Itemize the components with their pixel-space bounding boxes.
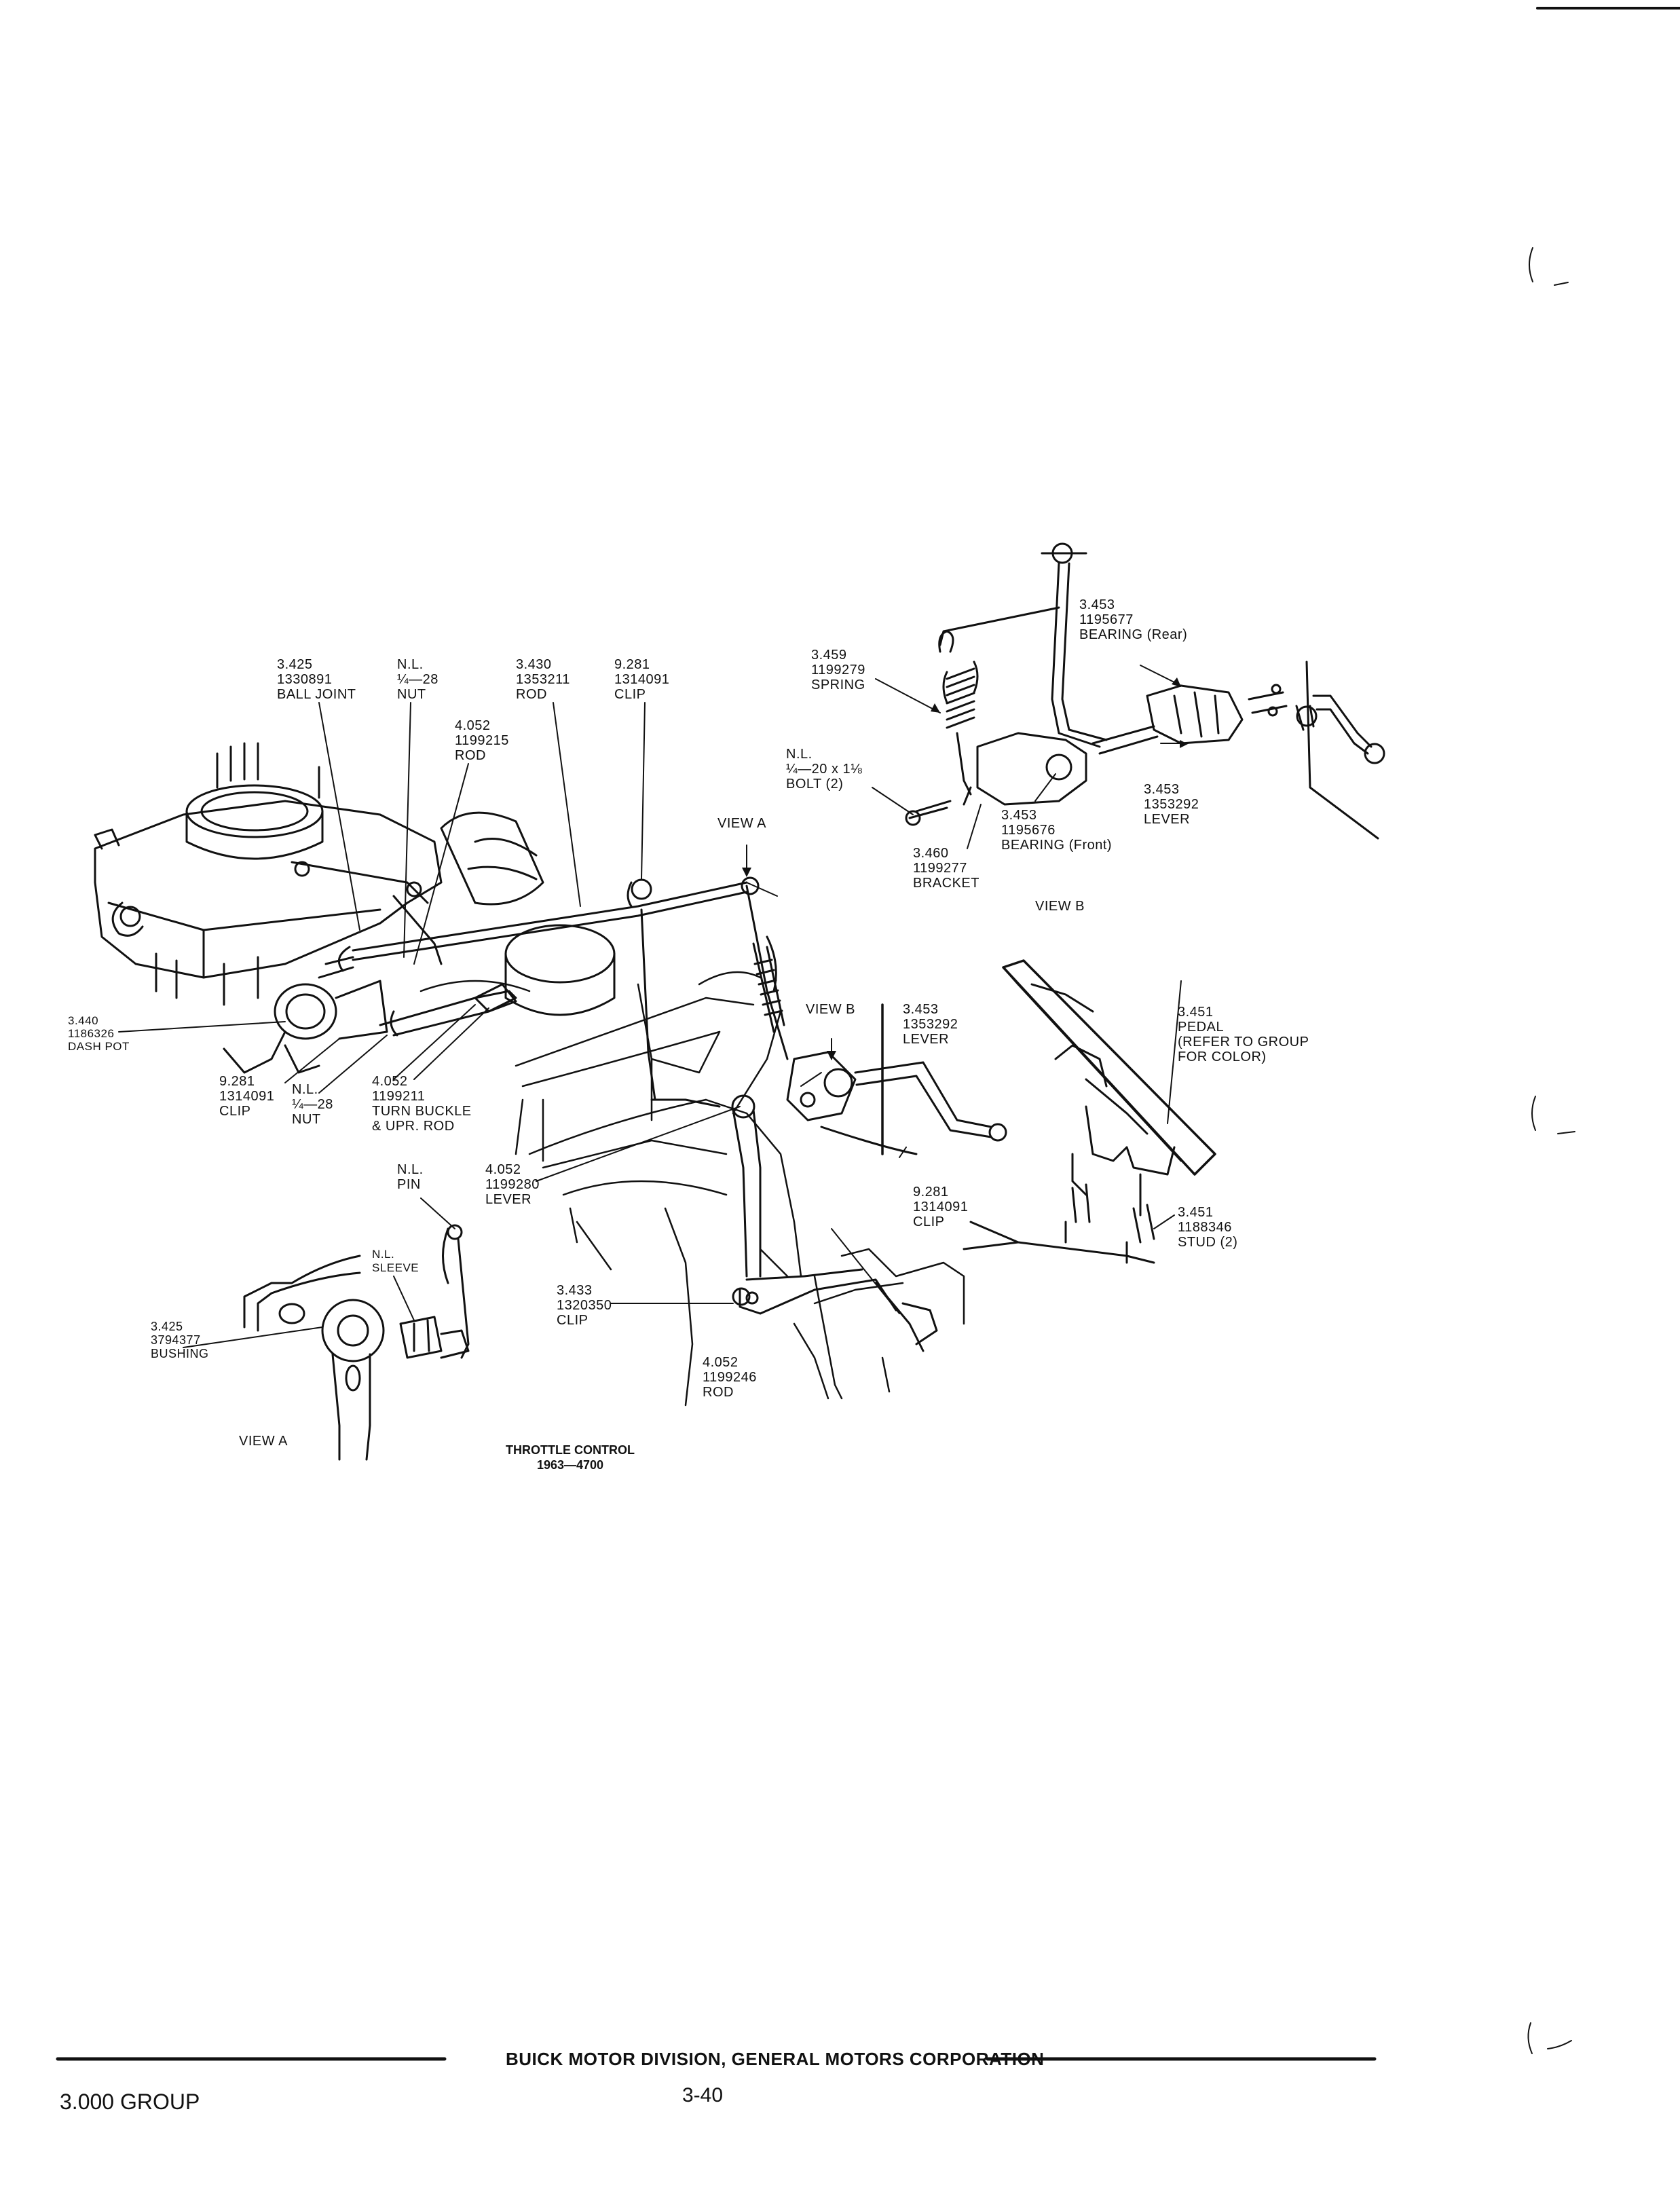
upper-rod	[318, 876, 760, 979]
margin-marks	[1527, 247, 1575, 2054]
lower-rod	[732, 1268, 938, 1352]
view-b-inset	[905, 542, 1385, 840]
mid-lever	[786, 1003, 1007, 1155]
view-b-arrow-label: VIEW B	[806, 1002, 856, 1017]
footer-group: 3.000 GROUP	[60, 2089, 200, 2114]
vertical-rods	[627, 878, 789, 1278]
accelerator-pedal	[963, 959, 1216, 1264]
diagram-title: THROTTLE CONTROL 1963—4700	[506, 1443, 635, 1472]
air-cleaner	[504, 924, 616, 1016]
view-a-arrow-label: VIEW A	[717, 816, 766, 831]
label-sleeve: N.L.SLEEVE	[372, 1248, 419, 1274]
footer-page-number: 3-40	[682, 2084, 724, 2106]
arrowheads	[742, 677, 1188, 1060]
turn-buckle-rod	[379, 983, 517, 1037]
label-pin: N.L.PIN	[397, 1162, 424, 1192]
footer-division: BUICK MOTOR DIVISION, GENERAL MOTORS COR…	[506, 2049, 1045, 2069]
view-a-caption: VIEW A	[239, 1434, 288, 1449]
air-intake	[440, 811, 544, 906]
view-a-inset	[243, 1224, 470, 1461]
view-b-caption: VIEW B	[1035, 899, 1085, 914]
carburetor	[94, 742, 443, 1006]
leader-lines	[118, 665, 1189, 1348]
dash-pot	[223, 980, 388, 1074]
